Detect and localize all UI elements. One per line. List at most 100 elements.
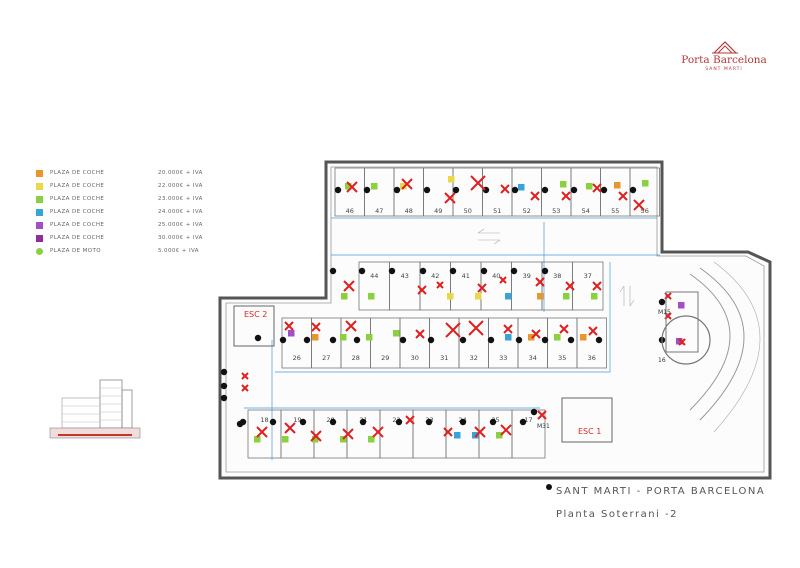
stall-pin	[570, 186, 578, 194]
staircase-esc2: ESC 2	[233, 305, 275, 347]
stall-number: 26	[293, 354, 301, 362]
sold-cross	[311, 322, 321, 332]
price-swatch	[282, 436, 289, 443]
stall-pin	[423, 186, 431, 194]
sold-cross	[310, 430, 322, 442]
price-swatch	[368, 436, 375, 443]
stall-pin	[489, 418, 497, 426]
stall-pin	[487, 336, 495, 344]
stall-pin	[600, 186, 608, 194]
stall-pin	[363, 186, 371, 194]
sold-cross	[284, 321, 294, 331]
price-swatch	[537, 293, 544, 300]
price-swatch	[345, 183, 352, 190]
stall-pin	[541, 186, 549, 194]
parking-stall	[572, 261, 604, 311]
moto-label-m31: M31	[537, 423, 550, 430]
legend-label: PLAZA DE COCHE	[50, 222, 105, 228]
sold-cross	[401, 178, 413, 190]
price-swatch	[591, 293, 598, 300]
stall-pin	[459, 336, 467, 344]
parking-stall	[511, 409, 546, 459]
price-swatch	[368, 293, 375, 300]
legend-row: PLAZA DE COCHE 25.000€ + IVA	[36, 220, 226, 233]
ramp-curve	[661, 261, 761, 433]
price-swatch	[393, 330, 400, 337]
price-swatch	[288, 330, 295, 337]
sold-cross	[241, 384, 249, 392]
stall-pin	[480, 267, 488, 275]
stall-pin	[358, 267, 366, 275]
stall-pin	[511, 186, 519, 194]
stall-pin	[399, 336, 407, 344]
price-swatch	[678, 302, 685, 309]
stall-pin	[515, 336, 523, 344]
legend-swatch	[36, 196, 43, 203]
price-swatch	[528, 334, 535, 341]
stall-number: 37	[584, 272, 592, 280]
stall-pin	[595, 336, 603, 344]
sold-cross	[565, 281, 575, 291]
stall-pin	[353, 336, 361, 344]
stall-number: 42	[431, 272, 439, 280]
plan-subtitle: Planta Soterrani -2	[556, 509, 678, 520]
stall-number: 31	[440, 354, 448, 362]
stall-number: 17	[524, 416, 532, 424]
stall-number: 28	[352, 354, 360, 362]
availability-markers	[220, 175, 686, 443]
stall-pin	[329, 418, 337, 426]
stall-number: 27	[322, 354, 330, 362]
parking-stall	[576, 317, 607, 369]
stall-pin	[459, 418, 467, 426]
stall-number: 56	[641, 207, 649, 215]
price-swatch	[312, 436, 319, 443]
title-marker	[546, 484, 552, 490]
legend-price: 24.000€ + IVA	[158, 209, 203, 215]
stall-number: 20	[326, 416, 334, 424]
stall-pin	[658, 298, 666, 306]
legend-swatch	[36, 248, 43, 255]
sold-cross	[618, 191, 628, 201]
stall-pin	[419, 267, 427, 275]
price-swatch	[496, 432, 503, 439]
sold-cross	[531, 329, 541, 339]
sold-cross	[474, 426, 486, 438]
stall-number: 34	[529, 354, 537, 362]
sold-cross	[405, 415, 415, 425]
sold-cross	[284, 422, 296, 434]
price-swatch	[518, 184, 525, 191]
stall-number: 36	[588, 354, 596, 362]
stall-pin	[519, 418, 527, 426]
stall-number: 54	[582, 207, 590, 215]
price-swatch	[475, 293, 482, 300]
sold-cross	[346, 181, 358, 193]
stall-pin	[279, 336, 287, 344]
stall-pin	[236, 420, 244, 428]
stall-pin	[510, 267, 518, 275]
stall-pin	[629, 186, 637, 194]
price-swatch	[614, 182, 621, 189]
legend-price: 25.000€ + IVA	[158, 222, 203, 228]
aisles	[244, 217, 660, 460]
sold-cross	[561, 191, 571, 201]
price-swatch	[505, 293, 512, 300]
price-swatch	[580, 334, 587, 341]
stall-number: 47	[375, 207, 383, 215]
stall-number: 22	[392, 416, 400, 424]
stall-number: 40	[492, 272, 500, 280]
sold-cross	[500, 184, 510, 194]
price-swatch	[341, 293, 348, 300]
legend-label: PLAZA DE MOTO	[50, 248, 101, 254]
sold-cross	[537, 410, 547, 420]
sold-cross	[559, 324, 569, 334]
sold-cross	[633, 199, 645, 211]
stall-number: 38	[553, 272, 561, 280]
moto-label-m16: 16	[658, 357, 666, 364]
sold-cross	[530, 191, 540, 201]
price-swatch	[312, 334, 319, 341]
plan-outline	[218, 160, 772, 480]
sold-cross	[256, 426, 268, 438]
